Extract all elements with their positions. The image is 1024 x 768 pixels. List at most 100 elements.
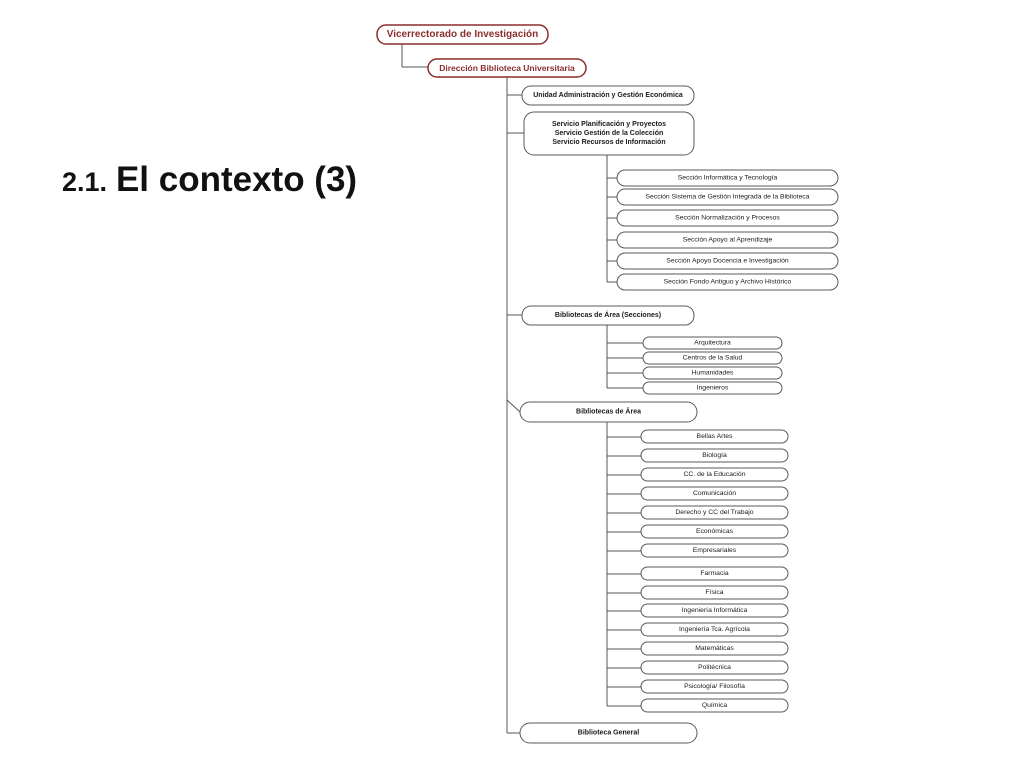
node-bib-seccion-item-3-label: Humanidades <box>692 370 735 377</box>
node-bib-general-box <box>519 722 698 744</box>
node-bib-area-item-9-box <box>640 585 789 600</box>
node-seccion-3-box <box>616 209 839 227</box>
node-bib-area-item-6-label: Económicas <box>696 528 734 535</box>
node-direccion: Dirección Biblioteca Universitaria <box>427 58 587 78</box>
node-bib-seccion-item-3: Humanidades <box>642 366 783 380</box>
node-vicerrectorado-box <box>376 24 549 45</box>
node-bib-area-item-2-box <box>640 448 789 463</box>
node-bib-area-item-10: Ingeniería Informática <box>640 603 789 618</box>
node-bib-area-item-15: Química <box>640 698 789 713</box>
node-seccion-6-box <box>616 273 839 291</box>
node-bib-area-item-13-box <box>640 660 789 675</box>
node-unidad-label: Unidad Administración y Gestión Económic… <box>533 92 683 99</box>
title-number: 2.1. <box>62 167 108 197</box>
org-nodes: Vicerrectorado de InvestigaciónDirección… <box>376 24 839 744</box>
node-bib-area-item-14-box <box>640 679 789 694</box>
node-bib-area-item-3: CC. de la Educación <box>640 467 789 482</box>
node-bib-area-item-9: Física <box>640 585 789 600</box>
node-bib-area-item-5-label: Derecho y CC del Trabajo <box>675 509 753 516</box>
node-bib-area-item-5: Derecho y CC del Trabajo <box>640 505 789 520</box>
node-bib-area-item-9-label: Física <box>705 589 723 596</box>
node-bib-area-item-1-label: Bellas Artes <box>697 433 733 440</box>
node-bib-area-item-6: Económicas <box>640 524 789 539</box>
node-bib-area-item-14: Psicología/ Filosofía <box>640 679 789 694</box>
node-bib-area-item-15-box <box>640 698 789 713</box>
node-bib-area-item-8-label: Farmacia <box>700 570 729 577</box>
node-seccion-2-label: Sección Sistema de Gestión Integrada de … <box>646 194 810 201</box>
node-bib-area-item-8: Farmacia <box>640 566 789 581</box>
node-seccion-1: Sección Informática y Tecnología <box>616 169 839 187</box>
node-bib-seccion-item-2-box <box>642 351 783 365</box>
node-seccion-4-box <box>616 231 839 249</box>
node-bib-area-label: Bibliotecas de Área <box>576 407 641 416</box>
connector-bib-area <box>506 399 521 413</box>
node-vicerrectorado: Vicerrectorado de Investigación <box>376 24 549 45</box>
node-servicios: Servicio Planificación y ProyectosServic… <box>523 111 695 156</box>
node-seccion-6-label: Sección Fondo Antiguo y Archivo Históric… <box>664 279 792 286</box>
node-bib-seccion-item-2: Centros de la Salud <box>642 351 783 365</box>
node-bib-area: Bibliotecas de Área <box>519 401 698 423</box>
node-bib-seccion-item-1-box <box>642 336 783 350</box>
node-bib-seccion-item-4-box <box>642 381 783 395</box>
node-direccion-label: Dirección Biblioteca Universitaria <box>439 63 575 73</box>
node-servicios-label: Servicio Recursos de Información <box>552 139 665 146</box>
node-bib-area-item-1-box <box>640 429 789 444</box>
title-text: El contexto (3) <box>115 160 358 199</box>
node-direccion-box <box>427 58 587 78</box>
node-bib-area-item-13: Politécnica <box>640 660 789 675</box>
node-bib-general: Biblioteca General <box>519 722 698 744</box>
node-bib-area-item-13-label: Politécnica <box>698 664 731 671</box>
node-seccion-3-label: Sección Normalización y Procesos <box>675 215 780 222</box>
node-unidad-box <box>521 85 695 106</box>
node-bib-area-item-1: Bellas Artes <box>640 429 789 444</box>
node-seccion-2-box <box>616 188 839 206</box>
node-bib-area-item-7-label: Empresariales <box>693 547 737 554</box>
node-bib-area-item-7: Empresariales <box>640 543 789 558</box>
slide-title: 2.1. El contexto (3) <box>62 160 357 200</box>
node-bib-area-item-2: Biología <box>640 448 789 463</box>
node-seccion-1-box <box>616 169 839 187</box>
node-unidad: Unidad Administración y Gestión Económic… <box>521 85 695 106</box>
node-bib-seccion-item-1: Arquitectura <box>642 336 783 350</box>
node-bib-seccion-item-2-label: Centros de la Salud <box>683 355 743 362</box>
node-bib-area-item-12-label: Matemáticas <box>695 645 734 652</box>
node-bib-area-item-3-label: CC. de la Educación <box>684 471 746 478</box>
node-bib-seccion-item-4: Ingenieros <box>642 381 783 395</box>
node-bib-secciones-label: Bibliotecas de Área (Secciones) <box>555 310 661 319</box>
node-bib-area-item-5-box <box>640 505 789 520</box>
node-bib-area-item-11-box <box>640 622 789 637</box>
node-bib-area-item-10-box <box>640 603 789 618</box>
node-seccion-5-label: Sección Apoyo Docencia e Investigación <box>666 258 789 265</box>
node-servicios-label: Servicio Planificación y Proyectos <box>552 121 666 128</box>
node-bib-area-box <box>519 401 698 423</box>
node-bib-area-item-12-box <box>640 641 789 656</box>
node-vicerrectorado-label: Vicerrectorado de Investigación <box>387 29 539 40</box>
node-servicios-box <box>523 111 695 156</box>
node-seccion-4: Sección Apoyo al Aprendizaje <box>616 231 839 249</box>
node-seccion-3: Sección Normalización y Procesos <box>616 209 839 227</box>
node-bib-area-item-14-label: Psicología/ Filosofía <box>684 683 745 690</box>
connector-lines <box>401 44 643 734</box>
node-seccion-4-label: Sección Apoyo al Aprendizaje <box>683 237 773 244</box>
node-bib-area-item-8-box <box>640 566 789 581</box>
node-seccion-5-box <box>616 252 839 270</box>
node-bib-area-item-4-box <box>640 486 789 501</box>
node-bib-general-label: Biblioteca General <box>578 730 640 737</box>
node-seccion-6: Sección Fondo Antiguo y Archivo Históric… <box>616 273 839 291</box>
node-bib-seccion-item-1-label: Arquitectura <box>694 340 731 347</box>
node-bib-area-item-4-label: Comunicación <box>693 490 736 497</box>
node-bib-seccion-item-4-label: Ingenieros <box>697 385 729 392</box>
node-seccion-2: Sección Sistema de Gestión Integrada de … <box>616 188 839 206</box>
node-bib-area-item-2-label: Biología <box>702 452 727 459</box>
node-bib-secciones-box <box>521 305 695 326</box>
node-seccion-1-label: Sección Informática y Tecnología <box>678 175 778 182</box>
node-bib-area-item-10-label: Ingeniería Informática <box>682 607 748 614</box>
node-bib-area-item-11-label: Ingeniería Tca. Agrícola <box>679 626 750 633</box>
node-bib-area-item-6-box <box>640 524 789 539</box>
node-bib-area-item-7-box <box>640 543 789 558</box>
node-bib-secciones: Bibliotecas de Área (Secciones) <box>521 305 695 326</box>
node-bib-area-item-4: Comunicación <box>640 486 789 501</box>
node-servicios-label: Servicio Gestión de la Colección <box>555 130 664 137</box>
node-bib-area-item-3-box <box>640 467 789 482</box>
